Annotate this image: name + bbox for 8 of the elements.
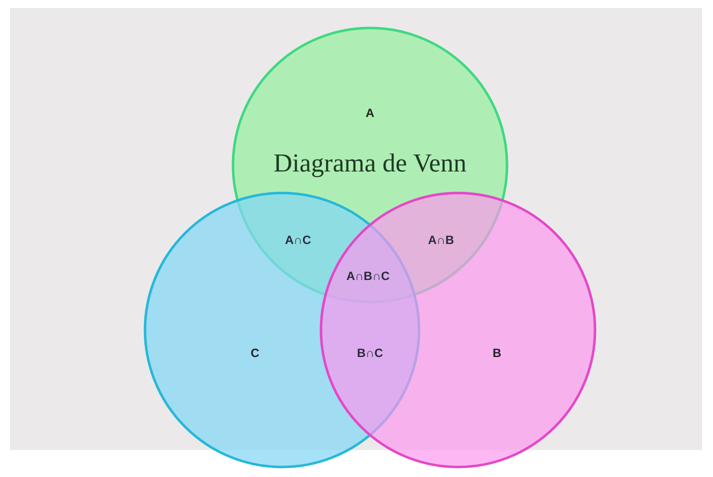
diagram-title: Diagrama de Venn <box>274 148 466 180</box>
set-label: C <box>250 345 260 362</box>
intersection-label: A∩C <box>285 232 311 249</box>
set-label: A <box>366 105 374 122</box>
intersection-label: A∩B <box>428 232 454 249</box>
intersection-label: B∩C <box>357 345 383 362</box>
intersection-label: A∩B∩C <box>346 268 390 285</box>
set-label: B <box>492 345 502 362</box>
